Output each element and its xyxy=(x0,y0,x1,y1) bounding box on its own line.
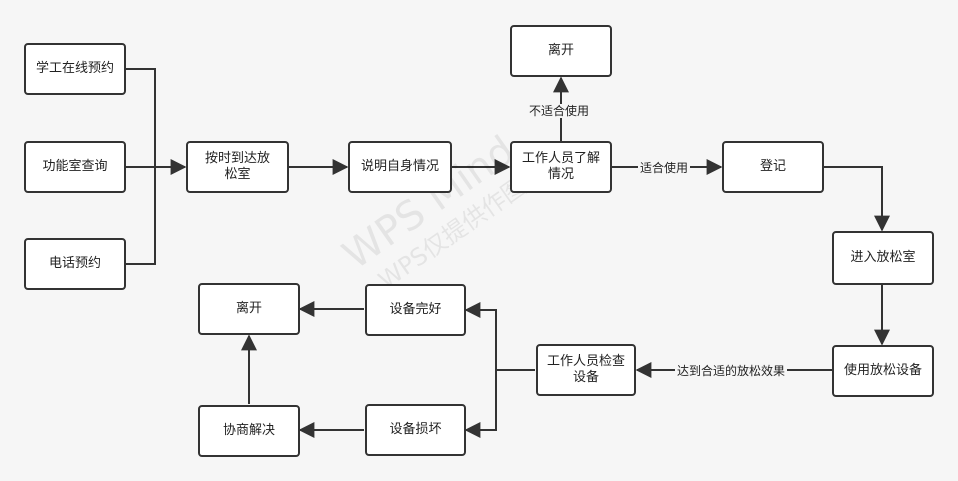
node-use-device[interactable]: 使用放松设备 xyxy=(832,345,934,397)
node-label: 工作人员了解情况 xyxy=(521,151,600,182)
node-enter-room[interactable]: 进入放松室 xyxy=(832,231,934,285)
node-online-booking[interactable]: 学工在线预约 xyxy=(24,43,126,95)
node-leave-top[interactable]: 离开 xyxy=(510,25,612,77)
node-label: 学工在线预约 xyxy=(35,61,114,76)
node-phone-booking[interactable]: 电话预约 xyxy=(24,238,126,290)
node-device-broken[interactable]: 设备损坏 xyxy=(365,404,466,456)
node-register[interactable]: 登记 xyxy=(722,141,824,193)
node-label: 电话预约 xyxy=(48,256,101,271)
edge-split-ok xyxy=(464,302,497,370)
node-label: 协商解决 xyxy=(222,423,275,438)
node-staff-check[interactable]: 工作人员检查设备 xyxy=(536,344,636,396)
node-negotiate[interactable]: 协商解决 xyxy=(198,405,300,457)
node-leave-bottom[interactable]: 离开 xyxy=(198,283,300,335)
edge-label-not-suitable: 不适合使用 xyxy=(527,104,592,118)
node-label: 按时到达放松室 xyxy=(204,151,270,182)
node-label: 离开 xyxy=(235,301,262,316)
node-label: 功能室查询 xyxy=(42,159,108,174)
node-arrive-on-time[interactable]: 按时到达放松室 xyxy=(186,141,289,193)
node-label: 登记 xyxy=(759,159,786,174)
node-label: 进入放松室 xyxy=(850,250,916,265)
node-label: 使用放松设备 xyxy=(843,363,922,378)
node-staff-understand[interactable]: 工作人员了解情况 xyxy=(510,141,612,193)
node-label: 工作人员检查设备 xyxy=(546,354,625,385)
edge-split-broken xyxy=(464,370,497,438)
node-device-ok[interactable]: 设备完好 xyxy=(365,284,466,336)
node-label: 设备损坏 xyxy=(389,422,442,437)
edge-register-enter xyxy=(823,166,890,232)
node-label: 设备完好 xyxy=(389,302,442,317)
node-label: 离开 xyxy=(547,43,574,58)
node-room-query[interactable]: 功能室查询 xyxy=(24,141,126,193)
edge-label-suitable: 适合使用 xyxy=(638,161,691,175)
node-explain-situation[interactable]: 说明自身情况 xyxy=(348,141,452,193)
node-label: 说明自身情况 xyxy=(360,159,439,174)
edge-label-effect: 达到合适的放松效果 xyxy=(675,364,788,378)
